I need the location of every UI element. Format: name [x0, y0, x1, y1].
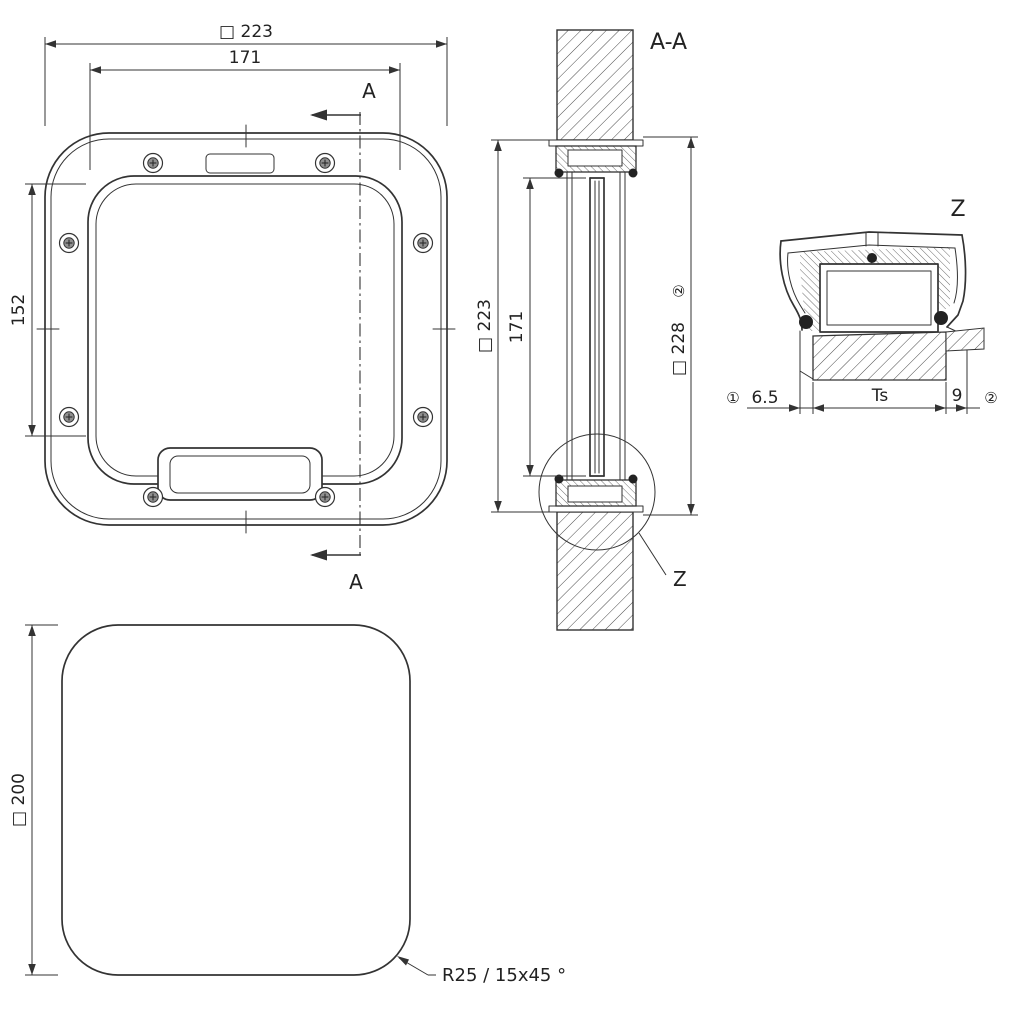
seal-right: [934, 311, 948, 325]
dim-front-opening-height: 152: [9, 183, 86, 437]
section-label-top: A: [362, 79, 376, 103]
dim-section-opening: 171: [507, 177, 586, 477]
center-marks: [36, 124, 456, 534]
front-view: □ 223 171 152 A A: [9, 22, 456, 594]
wall-section-top: [556, 29, 634, 141]
screw-icon: [314, 152, 336, 174]
detail-title: Z: [950, 197, 965, 222]
frame-side-edges: [566, 171, 626, 481]
screw-icon: [142, 152, 164, 174]
dim-front-outer-width: □ 223: [44, 22, 448, 126]
detail-callout-circle: [538, 433, 656, 551]
ref-symbol-overall: ②: [670, 284, 688, 297]
seal-left: [799, 315, 813, 329]
wall-section-detail: [812, 327, 985, 381]
section-view: A-A: [475, 29, 698, 631]
section-cut-line: A A: [310, 79, 376, 594]
lid-outline: [61, 624, 411, 976]
seal-dot: [554, 168, 564, 178]
seal-dot: [628, 474, 638, 484]
dim-section-overall: ② □ 228: [643, 136, 698, 516]
detail-leader-line: [638, 532, 667, 576]
screw-icon: [412, 232, 434, 254]
frame-profile-top: [548, 139, 644, 178]
glazing-edge: [819, 263, 939, 333]
dim-label-opening-width: 171: [229, 48, 261, 68]
screw-dot: [867, 253, 877, 263]
corner-note: R25 / 15x45 °: [397, 956, 566, 986]
detail-dimensions: ① 6.5 Ts 9 ②: [726, 334, 998, 414]
detail-callout-label: Z: [673, 567, 687, 591]
dim-label-gap: 9: [952, 386, 963, 406]
screw-icon: [142, 486, 164, 508]
dim-label-lid-size: □ 200: [9, 773, 29, 827]
dim-label-frame-size: □ 223: [475, 299, 495, 353]
lid-panel-section: [589, 177, 605, 477]
dim-label-overall: □ 228: [669, 322, 689, 376]
dim-lid-size: □ 200: [9, 624, 58, 976]
seal-dot: [628, 168, 638, 178]
section-label-bottom: A: [349, 570, 363, 594]
screw-icon: [58, 232, 80, 254]
dim-label-outer-width: □ 223: [219, 22, 273, 42]
section-title: A-A: [650, 30, 687, 55]
screw-icon: [314, 486, 336, 508]
dim-label-wall-thickness: Ts: [871, 386, 889, 406]
ref-symbol-left: ①: [726, 389, 739, 407]
handle-recess: [157, 447, 323, 501]
screw-icon: [412, 406, 434, 428]
seal-dot: [554, 474, 564, 484]
latch-plate: [205, 153, 275, 174]
screw-icon: [58, 406, 80, 428]
lid-view: □ 200 R25 / 15x45 °: [9, 624, 566, 986]
dim-label-overhang: 6.5: [751, 388, 778, 408]
dim-front-opening-width: 171: [89, 48, 401, 170]
dim-section-frame-size: □ 223: [475, 139, 551, 513]
wall-section-bottom: [556, 511, 634, 631]
frame-profile-bottom: [548, 474, 644, 513]
corner-note-label: R25 / 15x45 °: [442, 965, 566, 986]
dim-label-opening-height: 152: [9, 294, 29, 326]
detail-view: Z: [726, 197, 998, 414]
ref-symbol-right: ②: [984, 389, 997, 407]
dim-label-section-opening: 171: [507, 311, 527, 343]
